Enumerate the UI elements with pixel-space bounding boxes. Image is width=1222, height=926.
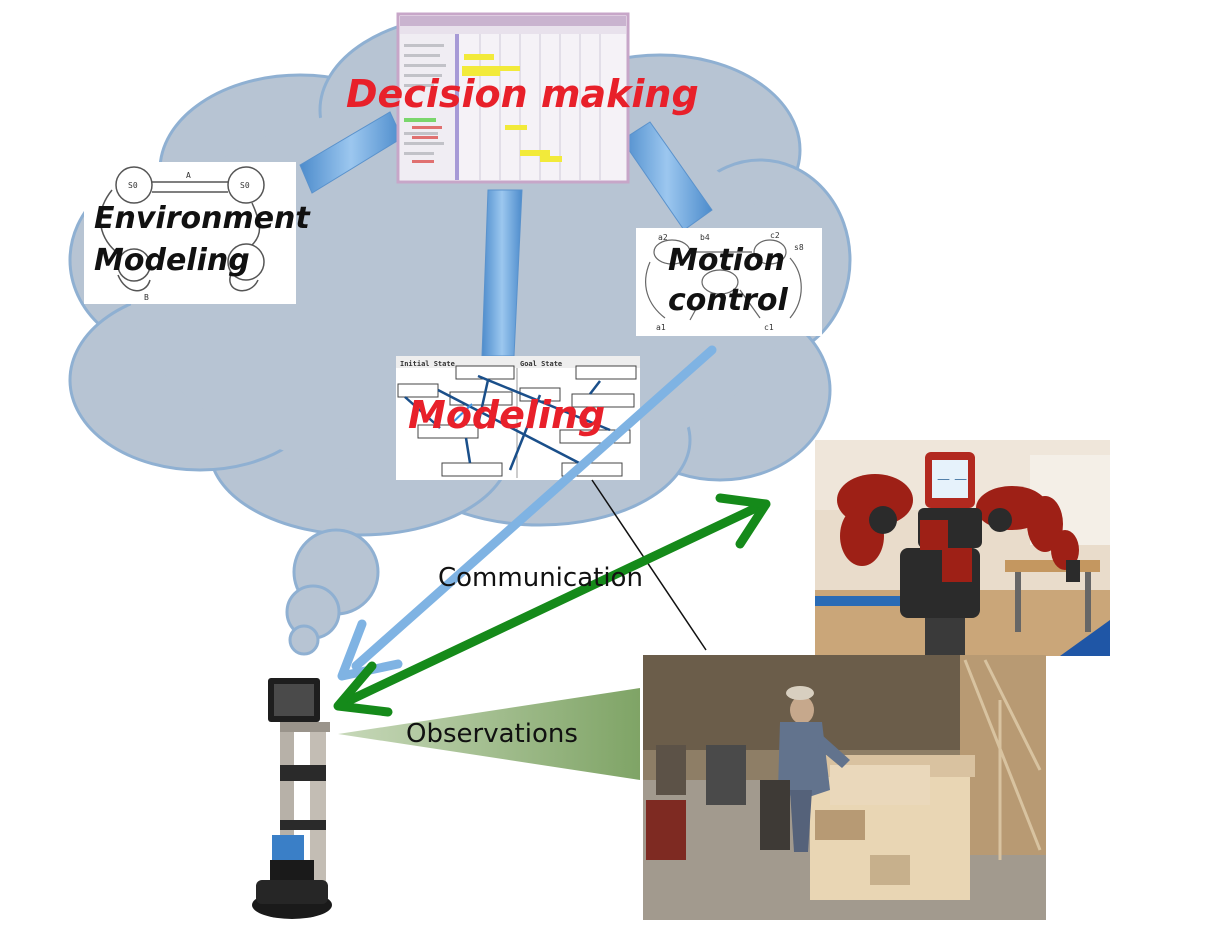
svg-text:Initial State: Initial State [400, 360, 455, 368]
command-arrow [337, 345, 717, 681]
decision-making-panel [396, 12, 630, 184]
svg-text:a1: a1 [656, 323, 666, 332]
svg-text:— —: — — [937, 472, 967, 487]
motion-control-label-line2: control [668, 283, 788, 318]
modeling-panel: Initial State Goal State [396, 356, 640, 480]
observations-label: Observations [406, 719, 578, 749]
modeling-label: Modeling [408, 393, 605, 437]
decision-making-label: Decision making [346, 72, 699, 116]
svg-text:A: A [186, 171, 191, 180]
baxter-robot-photo: — — [815, 440, 1110, 656]
svg-text:S0: S0 [128, 181, 138, 190]
mobile-robot [252, 678, 332, 919]
svg-text:B: B [144, 293, 149, 302]
svg-text:c1: c1 [764, 323, 774, 332]
environment-modeling-panel: S0 S0 A B [84, 162, 296, 304]
environment-modeling-label-line1: Environment [94, 201, 311, 236]
svg-text:a2: a2 [658, 233, 668, 242]
svg-text:S0: S0 [240, 181, 250, 190]
communication-arrow [333, 493, 771, 717]
svg-text:Goal State: Goal State [520, 360, 562, 368]
svg-text:b4: b4 [700, 233, 710, 242]
observation-cone [338, 688, 640, 780]
connector-line-modeling-workshop [591, 479, 707, 651]
svg-text:c2: c2 [770, 231, 780, 240]
workshop-photo [643, 655, 1046, 920]
svg-text:s8: s8 [794, 243, 804, 252]
connector-decision-motion [621, 121, 713, 231]
motion-control-label-line1: Motion [668, 243, 785, 278]
communication-label: Communication [438, 563, 643, 593]
environment-modeling-label-line2: Modeling [94, 243, 250, 278]
connectors [299, 111, 713, 357]
motion-control-panel: a2 b4 c2 s8 a1 c1 [636, 228, 822, 336]
